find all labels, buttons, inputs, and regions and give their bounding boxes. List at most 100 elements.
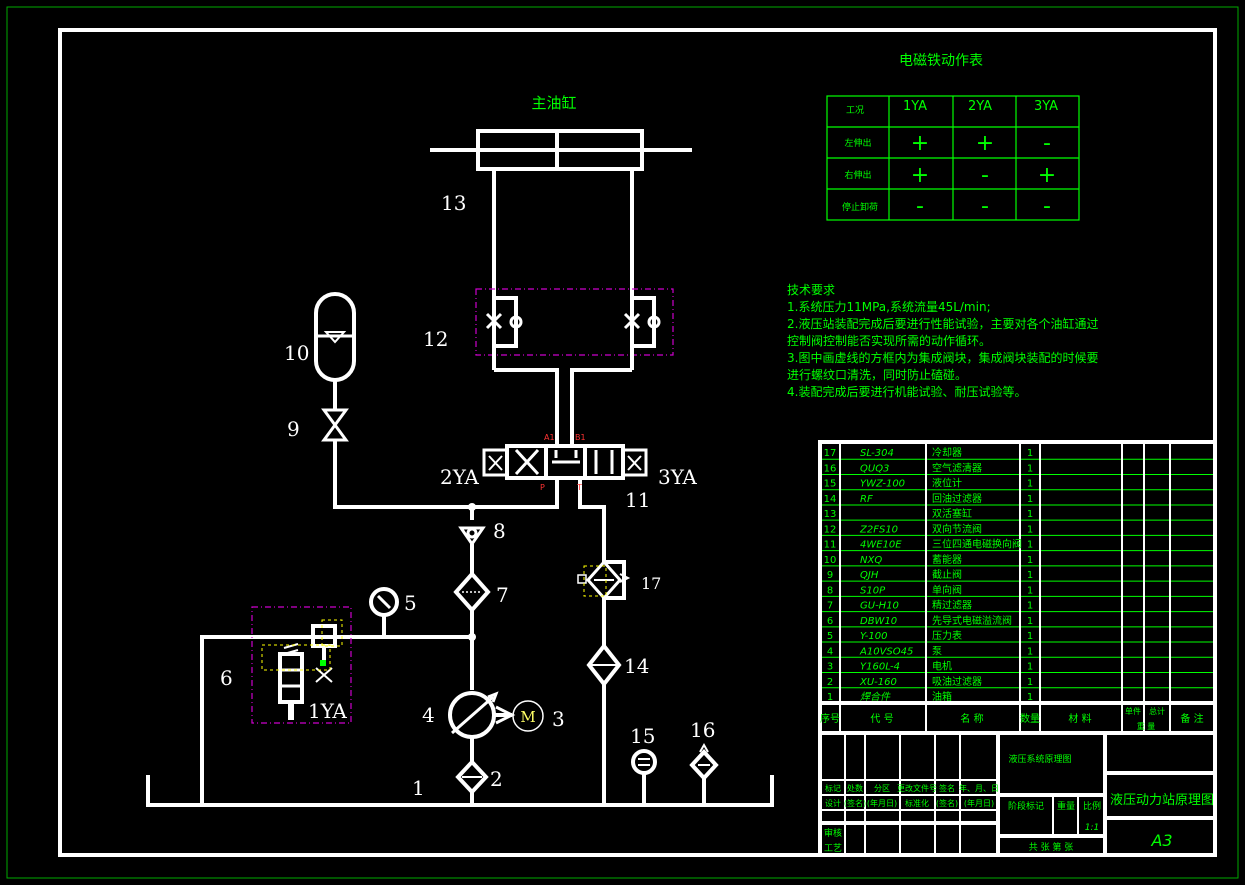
parts-cell-code: RF [860, 494, 873, 505]
row-mark-cell: 年、月、日 [959, 783, 999, 793]
row-mark-cell: 更改文件号 [897, 783, 937, 793]
dual-throttle-valve [475, 288, 674, 446]
parts-cell-no: 17 [824, 448, 837, 459]
hydraulic-circuit [146, 129, 774, 807]
row-state: - [916, 194, 924, 219]
directional-valve [482, 444, 648, 480]
row-design-cell: (签名) [844, 798, 866, 808]
scale-value: 1:1 [1085, 823, 1099, 833]
valve-ports: A1 B1 P T [540, 433, 586, 492]
row-design-cell: (年月日) [964, 798, 994, 808]
header-3ya: 3YA [1034, 99, 1058, 114]
sheet-label: 共 张 第 张 [1029, 841, 1074, 853]
tech-req-line: 2.液压站装配完成后要进行性能试验，主要对各个油缸通过 [787, 317, 1099, 331]
parts-cell-code: A10VSO45 [859, 646, 913, 657]
parts-cell-name: 双向节流阀 [932, 522, 982, 535]
tech-req-line: 1.系统压力11MPa,系统流量45L/min; [787, 300, 991, 314]
parts-cell-code: XU-160 [859, 677, 897, 688]
parts-cell-name: 冷却器 [932, 446, 962, 459]
parts-cell-code: S10P [860, 585, 886, 596]
scale-label: 比例 [1083, 800, 1101, 812]
paper-size: A3 [1150, 831, 1172, 850]
component-number: 8 [493, 519, 506, 543]
parts-cell-name: 液位计 [932, 477, 962, 490]
parts-cell-no: 15 [824, 479, 837, 490]
row-design-cell: (年月日) [867, 798, 897, 808]
parts-cell-qty: 1 [1027, 509, 1033, 520]
parts-cell-qty: 1 [1027, 540, 1033, 551]
pressure-gauge [369, 587, 399, 637]
parts-cell-no: 4 [827, 646, 833, 657]
parts-cell-name: 截止阀 [932, 568, 962, 581]
parts-cell-name: 精过滤器 [932, 599, 972, 612]
parts-cell-name: 空气滤清器 [932, 461, 982, 474]
motor-icon [512, 700, 544, 732]
tech-req-line: 4.装配完成后要进行机能试验、耐压试验等。 [787, 385, 1027, 399]
parts-cell-code: 4WE10E [860, 540, 902, 551]
outer-frame [6, 6, 1239, 879]
parts-cell-qty: 1 [1027, 494, 1033, 505]
parts-cell-no: 3 [827, 662, 833, 673]
accumulator [314, 292, 356, 382]
parts-header-unit: 单件 [1125, 706, 1141, 716]
parts-header-qty: 数量 [1020, 712, 1040, 725]
row-name: 左伸出 [844, 137, 871, 149]
tech-req-line: 控制阀控制能否实现所需的动作循环。 [787, 334, 992, 348]
parts-cell-no: 1 [827, 692, 833, 703]
tank [146, 775, 774, 807]
component-number: 7 [496, 583, 509, 607]
component-number: 4 [422, 703, 435, 727]
parts-cell-qty: 1 [1027, 448, 1033, 459]
component-numbers: 1 2 3 4 5 6 7 8 9 10 11 12 13 14 15 16 1… [220, 191, 715, 800]
row-state: + [1038, 163, 1056, 188]
component-number: 5 [404, 591, 417, 615]
parts-cell-no: 14 [824, 494, 837, 505]
motor-symbol: M [520, 708, 535, 726]
parts-cell-name: 泵 [932, 645, 942, 657]
check-valve [458, 526, 486, 574]
parts-cell-code: QUQ3 [860, 463, 889, 474]
row-state: - [1043, 131, 1051, 156]
parts-cell-no: 12 [824, 524, 837, 535]
header-condition: 工况 [846, 105, 864, 116]
parts-cell-qty: 1 [1027, 479, 1033, 490]
parts-cell-code: NXQ [860, 555, 882, 566]
row-mark-cell: 签名 [939, 783, 955, 793]
parts-cell-name: 吸油过滤器 [932, 675, 982, 688]
parts-cell-name: 双活塞缸 [932, 507, 972, 520]
parts-cell-qty: 1 [1027, 692, 1033, 703]
tech-req-line: 3.图中画虚线的方框内为集成阀块，集成阀块装配的时候要 [787, 351, 1099, 365]
component-number: 14 [624, 654, 649, 678]
row-mark-cell: 处数 [847, 783, 863, 793]
parts-cell-code: QJH [860, 570, 879, 581]
row-state: - [1043, 194, 1051, 219]
parts-cell-code: Z2FS10 [859, 524, 898, 535]
component-number: 16 [690, 718, 715, 742]
parts-cell-qty: 1 [1027, 555, 1033, 566]
stage-label: 阶段标记 [1008, 800, 1044, 812]
technical-requirements: 技术要求 1.系统压力11MPa,系统流量45L/min; 2.液压站装配完成后… [787, 282, 1147, 401]
air-filter [689, 742, 719, 805]
parts-cell-no: 9 [827, 570, 833, 581]
parts-cell-code: SL-304 [860, 448, 894, 459]
parts-cell-qty: 1 [1027, 616, 1033, 627]
parts-cell-qty: 1 [1027, 463, 1033, 474]
port-a: A1 [544, 433, 555, 442]
parts-header-weight: 重 量 [1137, 721, 1156, 731]
parts-cell-qty: 1 [1027, 585, 1033, 596]
parts-cell-no: 11 [824, 540, 837, 551]
row-design-cell: (签名) [936, 798, 958, 808]
solenoid-action-table: 电磁铁动作表 工况 1YA 2YA 3YA 左伸出 + + - 右伸出 + - … [826, 53, 1080, 221]
cooler [577, 559, 631, 646]
row-state: - [981, 163, 989, 188]
parts-cell-qty: 1 [1027, 524, 1033, 535]
parts-header-total: 总计 [1149, 706, 1165, 716]
parts-header-code: 代 号 [870, 713, 893, 725]
parts-cell-no: 2 [827, 677, 833, 688]
shutoff-valve [321, 380, 349, 442]
component-number: 9 [287, 417, 300, 441]
parts-header-remark: 备 注 [1180, 712, 1203, 725]
solenoid-label-2ya: 2YA [440, 465, 479, 489]
tech-req-title: 技术要求 [787, 283, 836, 297]
